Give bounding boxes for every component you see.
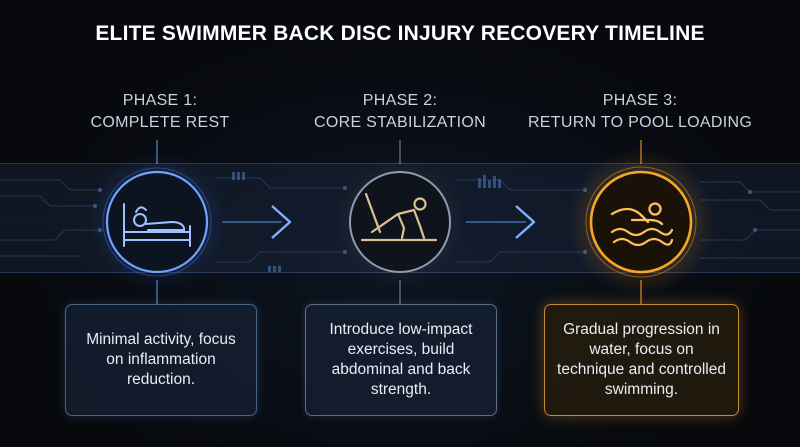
plank-exercise-icon: [360, 192, 438, 242]
phase-3-circle: [567, 148, 715, 296]
circuit-traces: [0, 177, 800, 263]
phase-1-label: PHASE 1: COMPLETE REST: [35, 90, 285, 134]
phase-3-name: RETURN TO POOL LOADING: [527, 114, 753, 131]
phase-2-name: CORE STABILIZATION: [314, 114, 486, 131]
phase-2-description: Introduce low-impact exercises, build ab…: [305, 304, 497, 416]
chevron-right-icon: [466, 205, 536, 239]
data-bars: [232, 172, 501, 272]
swimmer-icon: [610, 202, 674, 247]
phase-3-label: PHASE 3: RETURN TO POOL LOADING: [515, 90, 765, 134]
phase-3-number: PHASE 3:: [602, 92, 678, 109]
phase-1-number: PHASE 1:: [122, 92, 198, 109]
phase-2-circle: [334, 156, 466, 288]
phase-1-description: Minimal activity, focus on inflammation …: [65, 304, 257, 416]
bed-rest-icon: [123, 203, 191, 247]
phase-3-description: Gradual progression in water, focus on t…: [544, 304, 739, 416]
phase-1-circle: [87, 152, 227, 292]
chevron-right-icon: [222, 205, 292, 239]
phase-1-name: COMPLETE REST: [90, 114, 230, 131]
phase-2-number: PHASE 2:: [362, 92, 438, 109]
phase-2-label: PHASE 2: CORE STABILIZATION: [275, 90, 525, 134]
page-title: ELITE SWIMMER BACK DISC INJURY RECOVERY …: [95, 22, 705, 45]
